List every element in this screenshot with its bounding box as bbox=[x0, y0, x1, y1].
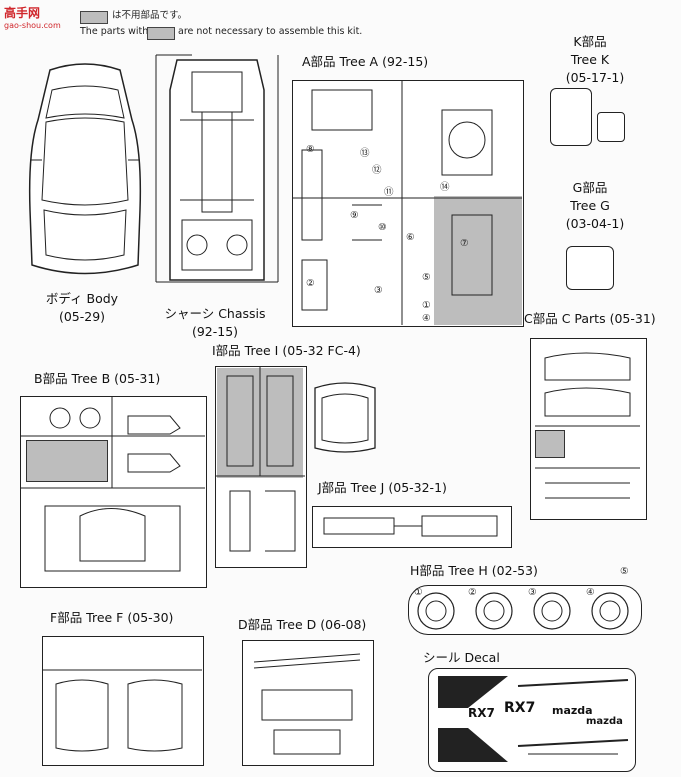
tree-a-parts bbox=[292, 80, 522, 325]
chassis-drawing bbox=[155, 54, 279, 283]
tree-a-part-13: ⑬ bbox=[360, 148, 370, 159]
tree-f-name: F部品 Tree F bbox=[50, 610, 124, 625]
tree-j-sprue bbox=[312, 506, 512, 548]
tree-f-sprue bbox=[42, 636, 204, 766]
body-label: ボディ Body bbox=[45, 291, 119, 306]
tree-c-code: (05-31) bbox=[609, 311, 656, 326]
tree-d-label: D部品 Tree D (06-08) bbox=[238, 617, 366, 633]
tree-g-sprue bbox=[566, 246, 614, 290]
tree-k-name-en: Tree K bbox=[570, 52, 610, 67]
tree-b-parts bbox=[20, 396, 205, 572]
tree-c-label: C部品 C Parts (05-31) bbox=[524, 311, 656, 327]
tree-c-unused-area bbox=[535, 430, 565, 458]
tree-f-code: (05-30) bbox=[127, 610, 174, 625]
tree-a-part-3: ③ bbox=[374, 285, 383, 296]
tree-d-code: (06-08) bbox=[320, 617, 367, 632]
tree-i-window bbox=[314, 382, 376, 453]
tree-b-label: B部品 Tree B (05-31) bbox=[34, 371, 160, 387]
tree-d-name: D部品 Tree D bbox=[238, 617, 317, 632]
tree-a-part-6: ⑥ bbox=[406, 232, 415, 243]
tree-k-part bbox=[597, 112, 625, 142]
tree-h-label: H部品 Tree H (02-53) bbox=[410, 563, 538, 579]
tree-b-sprue bbox=[20, 396, 207, 588]
tree-j-code: (05-32-1) bbox=[388, 480, 447, 495]
tree-f-label: F部品 Tree F (05-30) bbox=[50, 610, 173, 626]
tree-h-part-5: ⑤ bbox=[620, 566, 629, 577]
body-drawing bbox=[28, 63, 142, 275]
tree-j-label: J部品 Tree J (05-32-1) bbox=[318, 480, 447, 496]
tree-i-name: I部品 Tree I bbox=[212, 343, 279, 358]
tree-h-part-2: ② bbox=[468, 587, 477, 598]
tree-a-part-9: ⑨ bbox=[350, 210, 359, 221]
tree-c-parts bbox=[535, 352, 640, 499]
legend-jp: は不用部品です。 bbox=[112, 10, 188, 21]
watermark-url: gao-shou.com bbox=[4, 21, 61, 30]
tree-i-label: I部品 Tree I (05-32 FC-4) bbox=[212, 343, 361, 359]
tree-h-wheels bbox=[417, 592, 629, 630]
tree-k-name-jp: K部品 bbox=[573, 34, 607, 49]
tree-a-part-14: ⑭ bbox=[440, 182, 450, 193]
tree-j-parts bbox=[323, 515, 498, 537]
tree-a-part-5: ⑤ bbox=[422, 272, 431, 283]
legend-en-after: are not necessary to assemble this kit. bbox=[178, 26, 363, 37]
tree-b-code: (05-31) bbox=[114, 371, 161, 386]
decal-stripes bbox=[438, 676, 629, 762]
tree-g-code: (03-04-1) bbox=[565, 216, 625, 231]
tree-f-parts bbox=[42, 669, 202, 752]
decal-rx7-a: RX7 bbox=[468, 706, 495, 720]
chassis-code: (92-15) bbox=[191, 324, 239, 339]
tree-h-part-3: ③ bbox=[528, 587, 537, 598]
tree-a-part-8: ⑧ bbox=[306, 144, 315, 155]
tree-i-code: (05-32 FC-4) bbox=[282, 343, 361, 358]
body-code: (05-29) bbox=[58, 309, 106, 324]
tree-g-name-en: Tree G bbox=[570, 198, 610, 213]
tree-a-label: A部品 Tree A (92-15) bbox=[302, 54, 428, 70]
tree-a-part-11: ⑪ bbox=[384, 187, 394, 198]
tree-a-part-2: ② bbox=[306, 278, 315, 289]
tree-a-part-4: ④ bbox=[422, 313, 431, 324]
legend-en-before: The parts with bbox=[80, 26, 149, 37]
tree-a-part-10: ⑩ bbox=[378, 222, 387, 233]
tree-a-part-1: ① bbox=[422, 300, 431, 311]
decal-label: シール Decal bbox=[423, 650, 500, 665]
tree-b-unused-area bbox=[26, 440, 108, 482]
watermark-brand: 高手网 bbox=[4, 6, 41, 20]
tree-a-unused-area bbox=[434, 196, 522, 325]
unused-part-swatch-inline bbox=[147, 27, 175, 40]
tree-d-parts bbox=[253, 653, 361, 755]
tree-c-name: C部品 C Parts bbox=[524, 311, 606, 326]
tree-g-name-jp: G部品 bbox=[572, 180, 608, 195]
unused-part-swatch bbox=[80, 11, 108, 24]
tree-a-part-12: ⑫ bbox=[372, 165, 382, 176]
chassis-label: シャーシ Chassis bbox=[164, 306, 266, 321]
tree-a-part-7: ⑦ bbox=[460, 238, 469, 249]
tree-c-sprue bbox=[530, 338, 647, 520]
tree-k-code: (05-17-1) bbox=[565, 70, 625, 85]
tree-a-name: A部品 Tree A bbox=[302, 54, 379, 69]
decal-mazda-a: mazda bbox=[552, 704, 593, 717]
tree-a-code: (92-15) bbox=[382, 54, 429, 69]
tree-h-name: H部品 Tree H bbox=[410, 563, 488, 578]
decal-mazda-b: mazda bbox=[586, 716, 623, 727]
tree-j-name: J部品 Tree J bbox=[318, 480, 385, 495]
tree-h-code: (02-53) bbox=[491, 563, 538, 578]
tree-h-part-4: ④ bbox=[586, 587, 595, 598]
tree-k-sprue bbox=[550, 88, 592, 146]
tree-i-parts bbox=[215, 366, 305, 552]
decal-rx7-b: RX7 bbox=[504, 700, 536, 716]
tree-h-part-1: ① bbox=[414, 587, 423, 598]
tree-b-name: B部品 Tree B bbox=[34, 371, 111, 386]
